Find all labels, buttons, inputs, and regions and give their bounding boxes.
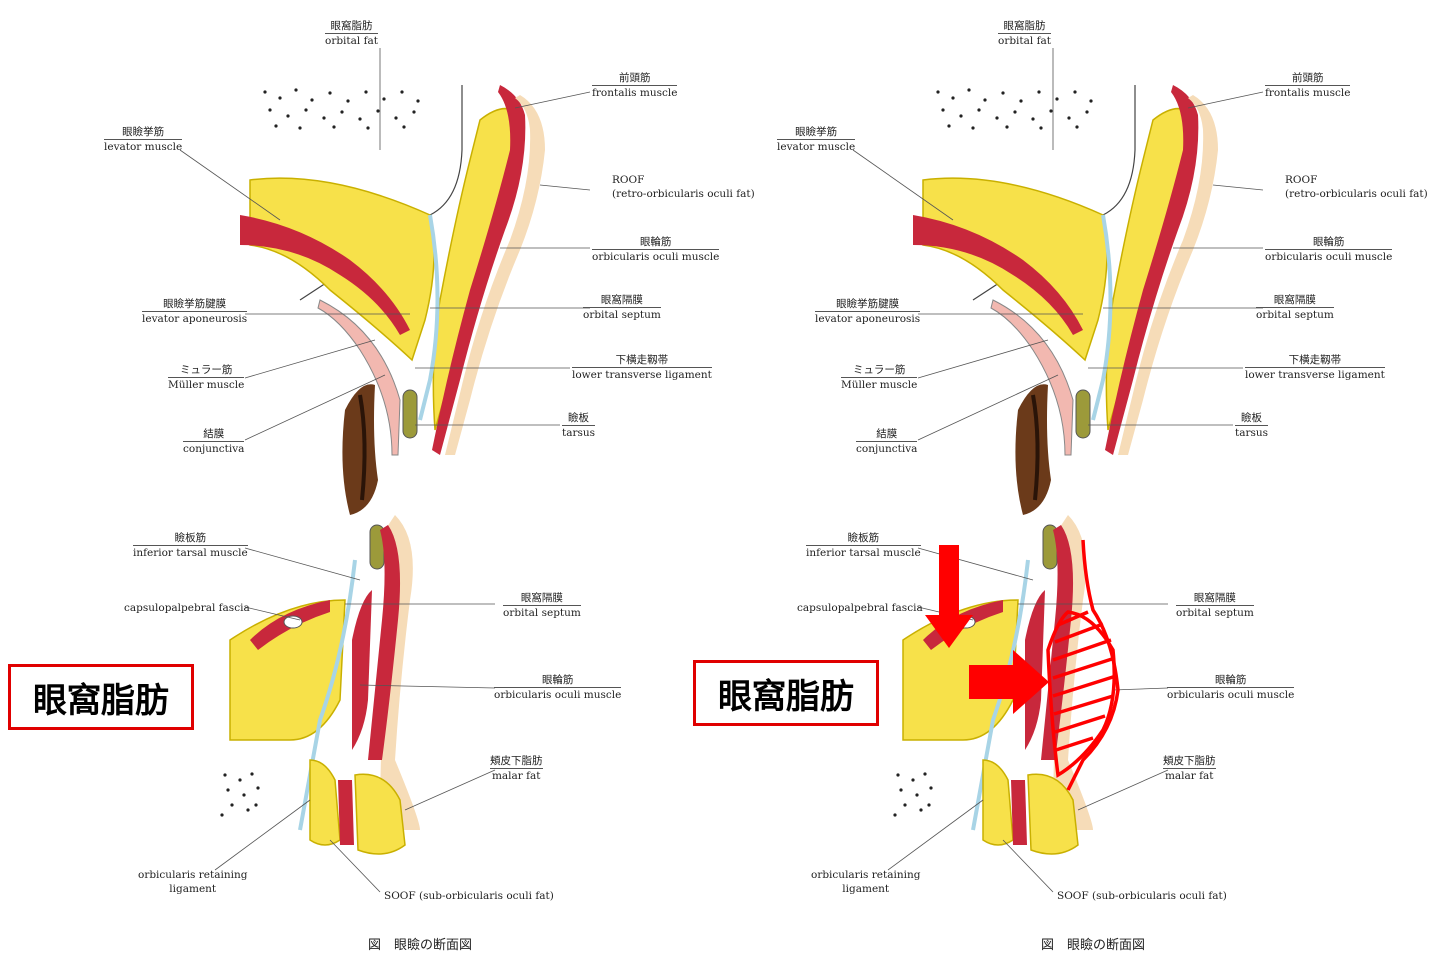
label-soof: SOOF (sub-orbicularis oculi fat) bbox=[384, 889, 554, 903]
label-capsulopalpebral: capsulopalpebral fascia bbox=[797, 601, 923, 615]
upper-tarsus bbox=[403, 390, 417, 438]
bone-texture-lower bbox=[220, 772, 259, 816]
soof-fat bbox=[983, 760, 1013, 845]
label-roof: ROOF(retro-orbicularis oculi fat) bbox=[1285, 174, 1428, 201]
bone-texture-top bbox=[258, 85, 428, 133]
orbital-fat-callout: 眼窩脂肪 bbox=[8, 664, 194, 730]
label-soof: SOOF (sub-orbicularis oculi fat) bbox=[1057, 889, 1227, 903]
figure-caption: 図 眼瞼の断面図 bbox=[1041, 934, 1145, 953]
bone-texture-lower bbox=[893, 772, 932, 816]
capsulopalpebral-vessel bbox=[284, 616, 302, 628]
figure-caption: 図 眼瞼の断面図 bbox=[368, 934, 472, 953]
soof-fat bbox=[310, 760, 340, 845]
bone-texture-top bbox=[936, 88, 1092, 129]
label-capsulopalpebral: capsulopalpebral fascia bbox=[124, 601, 250, 615]
orbital-fat-callout: 眼窩脂肪 bbox=[693, 660, 879, 726]
upper-tarsus bbox=[1076, 390, 1090, 438]
lower-orbicularis-strip bbox=[352, 590, 372, 750]
